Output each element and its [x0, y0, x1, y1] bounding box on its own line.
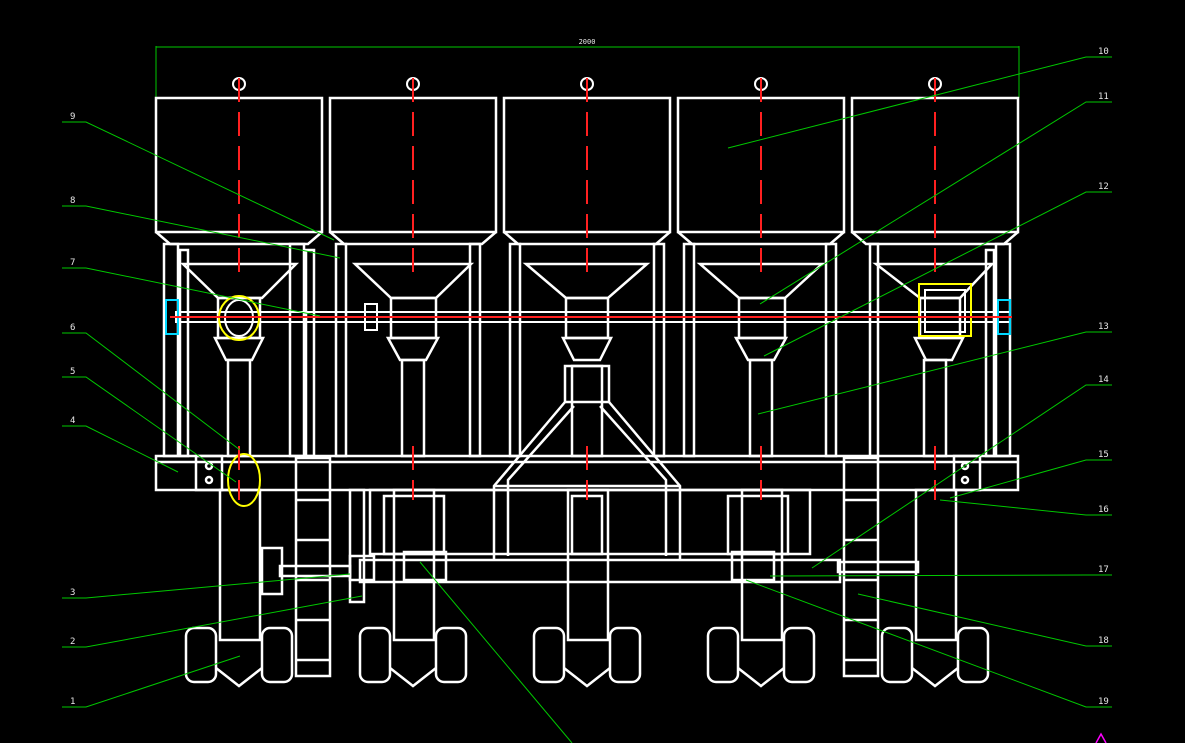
label-3: 3 [70, 588, 75, 598]
label-12: 12 [1098, 182, 1109, 192]
hatched-detail [227, 453, 261, 507]
label-5: 5 [70, 367, 75, 377]
ucs-marker-icon [1095, 732, 1107, 743]
ground-drive-wheels [260, 456, 880, 678]
label-4: 4 [70, 416, 75, 426]
centerlines [238, 78, 936, 500]
label-11: 11 [1098, 92, 1109, 102]
label-9: 9 [70, 112, 75, 122]
sub-frame [278, 488, 920, 584]
label-15: 15 [1098, 450, 1109, 460]
label-16: 16 [1098, 505, 1109, 515]
label-19: 19 [1098, 697, 1109, 707]
label-7: 7 [70, 258, 75, 268]
label-17: 17 [1098, 565, 1109, 575]
label-8: 8 [70, 196, 75, 206]
part-labels: 1 2 3 4 5 6 7 8 9 10 11 12 13 14 15 16 1… [70, 47, 1109, 707]
label-1: 1 [70, 697, 75, 707]
frame-posts [162, 242, 1012, 458]
overall-dimension [155, 46, 1020, 98]
label-6: 6 [70, 323, 75, 333]
press-wheels [184, 626, 990, 688]
hopper-bases [155, 231, 1019, 246]
label-13: 13 [1098, 322, 1109, 332]
label-2: 2 [70, 637, 75, 647]
overall-dimension-text: 2000 [579, 38, 596, 46]
leader-lines [62, 56, 1112, 743]
label-14: 14 [1098, 375, 1109, 385]
label-18: 18 [1098, 636, 1109, 646]
label-10: 10 [1098, 47, 1109, 57]
